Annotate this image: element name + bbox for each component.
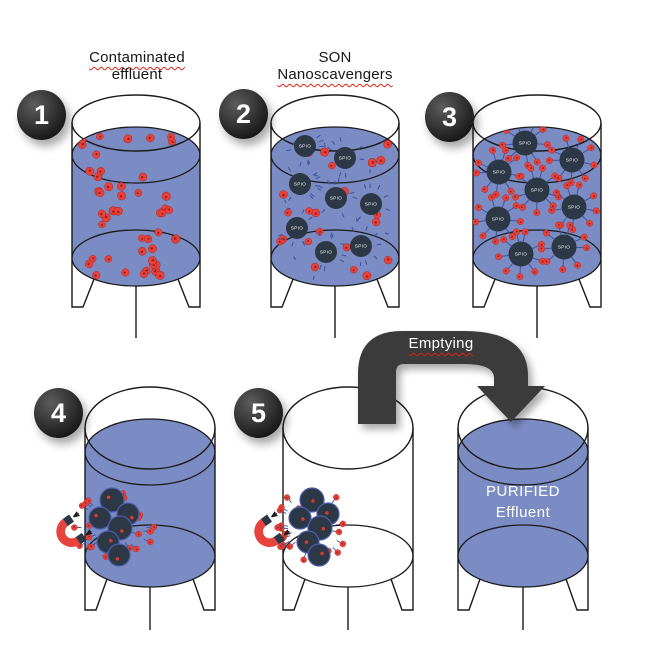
step2-title-line-1: SON [318, 49, 352, 66]
tank-step3: SPIO SPIO SPIO SPIO SPIO SPIO SPIO SPIO [472, 94, 602, 338]
emptying-arrow-label: Emptying [381, 335, 501, 352]
nanoscavenger: SPIO [551, 234, 577, 260]
scavenger-label: SPIO [492, 217, 504, 222]
purified-line-1: PURIFIED [485, 483, 560, 500]
scavenger-label: SPIO [291, 226, 303, 231]
purified-effluent-label: PURIFIED Effluent [443, 481, 603, 523]
scavenger-label: SPIO [339, 156, 351, 161]
tank-leg-left [457, 556, 487, 611]
step2-title-line-2: Nanoscavengers [277, 66, 393, 83]
scavenger-label: SPIO [515, 252, 527, 257]
purified-line-2: Effluent [495, 504, 551, 521]
tank-leg-left [270, 258, 300, 308]
tank-step4 [70, 386, 216, 630]
step-badge-4: 4 [34, 388, 83, 438]
nanoscavenger: SPIO [294, 135, 316, 157]
nanoscavenger [88, 506, 112, 530]
step-badge-3: 3 [425, 92, 474, 142]
nanoscavenger: SPIO [334, 147, 356, 169]
scavenger-label: SPIO [365, 202, 377, 207]
nanoscavenger: SPIO [486, 159, 512, 185]
scavenger-label: SPIO [320, 250, 332, 255]
nanoscavenger: SPIO [508, 241, 534, 267]
scavenger-label: SPIO [299, 144, 311, 149]
step-badge-5: 5 [234, 388, 283, 438]
emptying-arrow [358, 331, 545, 424]
tank-leg-left [84, 556, 114, 611]
scavenger-label: SPIO [330, 196, 342, 201]
emptying-text: Emptying [408, 335, 474, 352]
tank-opening [270, 94, 400, 152]
tank-contents: SPIO SPIO SPIO SPIO SPIO SPIO SPIO SPIO [274, 134, 394, 281]
tank-step2: SPIO SPIO SPIO SPIO SPIO SPIO SPIO SPIO [270, 94, 400, 338]
scavenger-label: SPIO [294, 182, 306, 187]
nanoscavenger: SPIO [325, 187, 347, 209]
tank-leg-right [171, 258, 201, 308]
nanoscavenger [99, 487, 125, 513]
scavenger-label: SPIO [493, 170, 505, 175]
nanoscavenger: SPIO [524, 177, 550, 203]
nanoscavenger: SPIO [485, 206, 511, 232]
nanoscavenger: SPIO [350, 235, 372, 257]
nanoscavenger: SPIO [561, 194, 587, 220]
tank-bottom [457, 524, 589, 588]
tank-leg-right [559, 556, 589, 611]
nanoscavenger [288, 506, 312, 530]
nanoscavenger: SPIO [512, 130, 538, 156]
tank-opening [71, 94, 201, 152]
scavenger-label: SPIO [531, 188, 543, 193]
tank-leg-left [472, 258, 502, 308]
scavenger-cluster [273, 487, 348, 567]
step-badge-1: 1 [17, 90, 66, 140]
nanoscavenger [307, 543, 331, 567]
step1-title: Contaminated effluent [52, 49, 222, 83]
tank-leg-left [71, 258, 101, 308]
nanoscavenger: SPIO [286, 217, 308, 239]
tank-step1 [71, 94, 201, 338]
step2-title: SON Nanoscavengers [250, 49, 420, 83]
liquid-surface [457, 418, 589, 486]
tank-step6 [457, 386, 589, 630]
step-badge-2: 2 [219, 89, 268, 139]
step1-title-line-1: Contaminated [89, 49, 185, 66]
magnet-icon [56, 511, 93, 548]
nanoscavenger: SPIO [360, 193, 382, 215]
scavenger-label: SPIO [566, 158, 578, 163]
tank-opening [84, 386, 216, 470]
tank-leg-right [384, 556, 414, 611]
tank-leg-right [572, 258, 602, 308]
nanoscavenger [107, 543, 131, 567]
tank-contents: SPIO SPIO SPIO SPIO SPIO SPIO SPIO SPIO [473, 127, 601, 281]
magnet-icon [254, 511, 291, 548]
scavenger-label: SPIO [519, 141, 531, 146]
tank-leg-left [282, 556, 312, 611]
tank-leg-right [186, 556, 216, 611]
tank-step5 [273, 386, 414, 630]
scavenger-label: SPIO [558, 245, 570, 250]
liquid-surface [84, 418, 216, 486]
nanoscavenger: SPIO [315, 241, 337, 263]
nanoscavenger: SPIO [289, 173, 311, 195]
scavenger-label: SPIO [568, 205, 580, 210]
tank-opening [282, 386, 414, 470]
scavenger-label: SPIO [355, 244, 367, 249]
nanoscavenger: SPIO [559, 147, 585, 173]
step1-title-line-2: effluent [111, 66, 163, 83]
tank-leg-right [370, 258, 400, 308]
